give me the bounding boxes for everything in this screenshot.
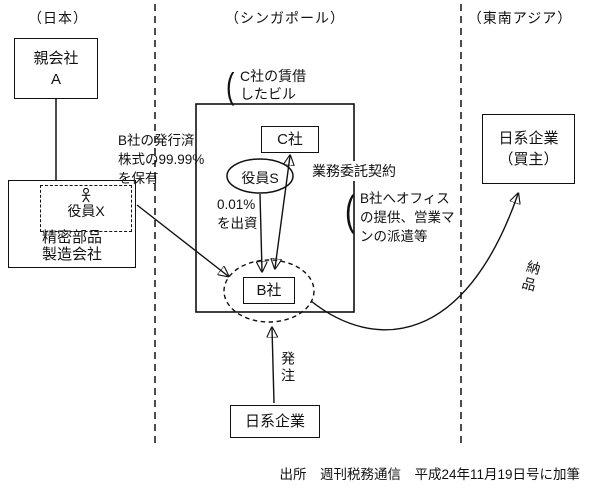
office-support-line3: ンの派遣等: [360, 228, 428, 244]
region-label-singapore: （シンガポール）: [225, 10, 345, 26]
shareholding-note: B社の発行済 株式の99.99% を保有: [118, 132, 204, 189]
officer-x-label: 役員X: [67, 203, 105, 219]
officer-s-label: 役員S: [241, 170, 279, 186]
office-support-line1: B社へオフィス: [360, 191, 450, 206]
building-label-line1: C社の賃借: [240, 68, 307, 84]
source-note: 出所 週刊税務通信 平成24年11月19日号に加筆: [279, 467, 580, 482]
shareholding-line3: を保有: [118, 170, 159, 186]
order-label: 発注: [280, 351, 296, 385]
order-arrow: [272, 328, 274, 404]
region-label-japan: （日本）: [28, 10, 88, 26]
buyer-name-line1: 日系企業: [498, 130, 559, 147]
company-b-ellipse: [223, 259, 315, 323]
officer-x-box: 役員X: [40, 185, 132, 232]
contract-arrow: [275, 156, 290, 268]
building-label: ( C社の賃借 したビル: [226, 68, 306, 104]
investment-note: 0.01% を出資: [217, 196, 258, 234]
buyer-box: 日系企業 （買主）: [482, 114, 575, 184]
company-c-box: C社: [261, 126, 319, 153]
delivery-arrow: [310, 194, 518, 331]
shareholding-line1: B社の発行済: [118, 133, 195, 148]
building-label-paren: (: [226, 65, 235, 106]
region-label-southeast-asia: （東南アジア）: [467, 10, 573, 26]
investment-arrow: [260, 193, 262, 271]
person-icon: [81, 188, 91, 203]
shareholding-line2: 株式の99.99%: [118, 151, 205, 167]
outsourcing-contract-label: 業務委託契約: [310, 161, 398, 181]
office-support-note: ( B社へオフィス の提供、営業マ ンの派遣等: [345, 190, 455, 247]
orderer-box: 日系企業: [230, 405, 320, 438]
ownership-arrow: [136, 204, 228, 276]
manufacturer-name-line1: 精密部品: [41, 228, 102, 246]
investment-line2: を出資: [217, 215, 258, 231]
building-box: [195, 103, 355, 313]
parent-company-box: 親会社 A: [14, 38, 98, 99]
building-label-line2: したビル: [240, 85, 296, 102]
orderer-label: 日系企業: [244, 413, 305, 430]
manufacturer-box: 精密部品 製造会社: [8, 180, 136, 268]
parent-company-name-line1: 親会社: [33, 49, 79, 67]
buyer-name-line2: （買主）: [498, 151, 559, 168]
parent-company-name-line2: A: [50, 70, 61, 88]
company-b-label: B社: [256, 282, 282, 299]
office-support-line2: の提供、営業マ: [360, 209, 455, 225]
manufacturer-name-line2: 製造会社: [41, 245, 102, 263]
company-b-box: B社: [243, 277, 295, 304]
company-c-label: C社: [277, 131, 303, 148]
investment-line1: 0.01%: [217, 197, 256, 212]
office-support-paren: (: [345, 187, 355, 234]
